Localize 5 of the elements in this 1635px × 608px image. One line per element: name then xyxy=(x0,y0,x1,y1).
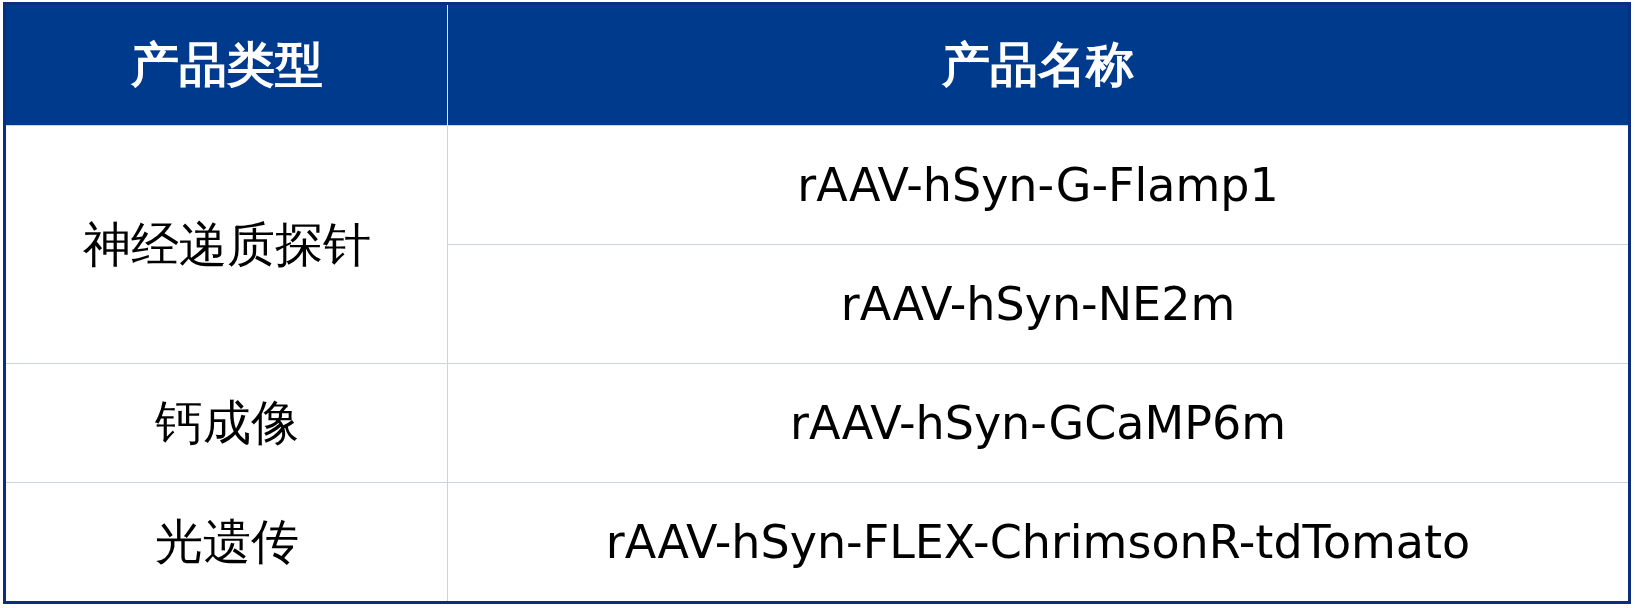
category-cell: 钙成像 xyxy=(4,363,448,483)
column-header: 产品类型 xyxy=(4,3,448,126)
product-name-cell: rAAV-hSyn-G-Flamp1 xyxy=(447,125,1630,245)
column-header: 产品名称 xyxy=(447,3,1630,126)
category-cell: 神经递质探针 xyxy=(4,125,448,364)
